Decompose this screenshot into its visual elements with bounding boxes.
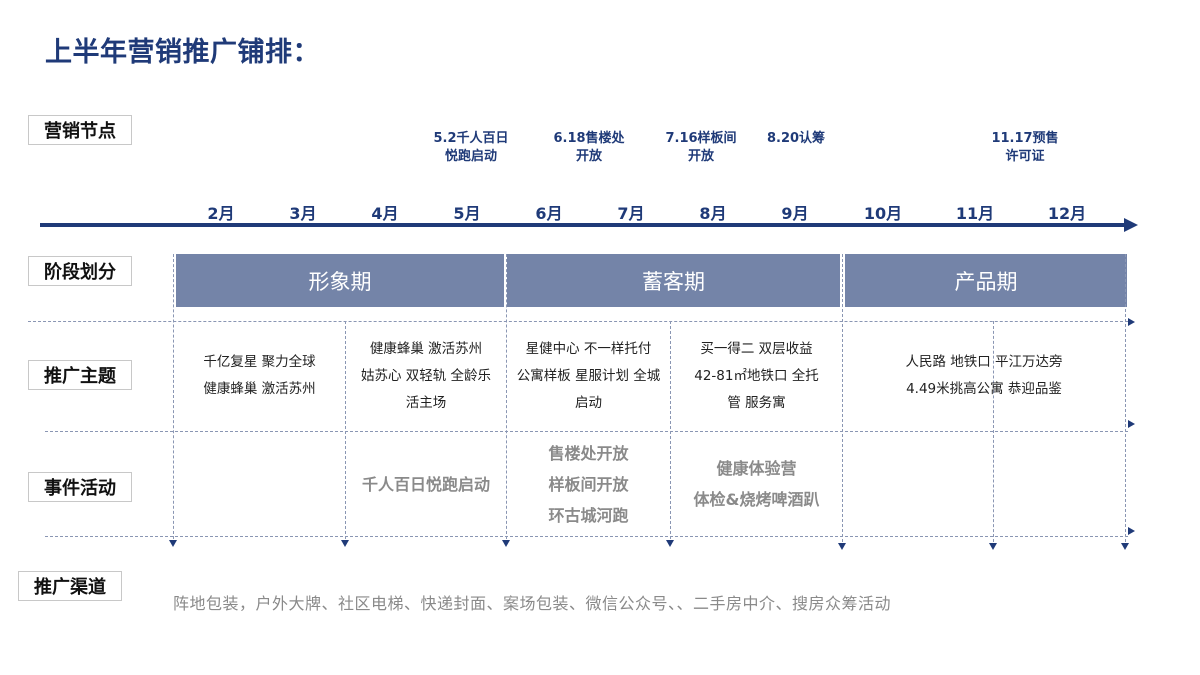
arrow-down-icon xyxy=(502,540,510,547)
grid-line xyxy=(345,321,346,539)
phase-label: 形象期 xyxy=(308,269,372,294)
grid-line xyxy=(1125,254,1126,542)
month-label: 3月 xyxy=(289,204,317,223)
row-label-channels: 推广渠道 xyxy=(18,571,122,601)
theme-cell: 买一得二 双层收益 42-81㎡地铁口 全托 管 服务寓 xyxy=(671,322,842,430)
theme-text: 健康蜂巢 激活苏州 xyxy=(369,340,483,357)
grid-line xyxy=(173,254,174,539)
grid-line xyxy=(993,321,994,542)
theme-text: 姑苏心 双轻轨 全龄乐 xyxy=(360,367,492,384)
milestone-4: 11.17预售 许可证 xyxy=(991,131,1059,164)
theme-text: 4.49米挑高公寓 恭迎品鉴 xyxy=(906,381,1062,397)
milestone-0: 5.2千人百日 悦跑启动 xyxy=(433,131,509,164)
month-label: 10月 xyxy=(863,204,903,223)
row-label-events: 事件活动 xyxy=(28,472,132,502)
theme-text: 公寓样板 星服计划 全城 xyxy=(516,367,661,384)
theme-text: 管 服务寓 xyxy=(727,394,786,411)
grid-line xyxy=(45,431,1128,432)
theme-text: 星健中心 不一样托付 xyxy=(525,340,652,357)
timeline-axis xyxy=(40,223,1125,227)
arrow-down-icon xyxy=(341,540,349,547)
month-label: 4月 xyxy=(371,204,399,223)
month-label: 5月 xyxy=(453,204,481,223)
milestone-2: 7.16样板间 开放 xyxy=(665,131,737,164)
theme-text: 买一得二 双层收益 xyxy=(700,340,813,357)
arrow-down-icon xyxy=(1121,543,1129,550)
arrow-down-icon xyxy=(838,543,846,550)
row-label-milestones: 营销节点 xyxy=(28,115,132,145)
event-text: 健康体验营 xyxy=(716,459,797,478)
theme-cell: 千亿复星 聚力全球 健康蜂巢 激活苏州 xyxy=(174,322,345,430)
channels-text: 阵地包装，户外大牌、社区电梯、快递封面、案场包装、微信公众号、、二手房中介、搜房… xyxy=(173,594,892,613)
theme-text: 42-81㎡地铁口 全托 xyxy=(694,367,819,384)
arrow-right-icon xyxy=(1128,527,1135,535)
arrow-down-icon xyxy=(169,540,177,547)
theme-cell: 星健中心 不一样托付 公寓样板 星服计划 全城 启动 xyxy=(507,322,670,430)
event-cell: 健康体验营 体检&烧烤啤酒趴 xyxy=(671,432,842,536)
theme-cell: 人民路 地铁口 平江万达旁 4.49米挑高公寓 恭迎品鉴 xyxy=(843,322,1125,430)
event-cell: 千人百日悦跑启动 xyxy=(346,432,506,536)
phase-image: 形象期 xyxy=(176,254,504,307)
month-label: 8月 xyxy=(699,204,727,223)
month-label: 6月 xyxy=(535,204,563,223)
event-text: 样板间开放 xyxy=(548,474,629,494)
month-label: 2月 xyxy=(207,204,235,223)
arrow-right-icon xyxy=(1128,420,1135,428)
arrow-down-icon xyxy=(989,543,997,550)
month-label: 9月 xyxy=(781,204,809,223)
arrow-down-icon xyxy=(666,540,674,547)
event-cell: 售楼处开放 样板间开放 环古城河跑 xyxy=(507,432,670,536)
phase-label: 蓄客期 xyxy=(642,269,705,294)
theme-text: 人民路 地铁口 平江万达旁 xyxy=(905,354,1063,370)
grid-line xyxy=(670,321,671,539)
theme-cell: 健康蜂巢 激活苏州 姑苏心 双轻轨 全龄乐 活主场 xyxy=(346,322,506,430)
phase-label: 产品期 xyxy=(954,269,1018,294)
page-title: 上半年营销推广铺排： xyxy=(45,37,320,68)
grid-line xyxy=(506,254,507,539)
event-text: 体检&烧烤啤酒趴 xyxy=(693,490,820,509)
event-text: 环古城河跑 xyxy=(548,505,629,525)
grid-line xyxy=(842,254,843,542)
month-label: 12月 xyxy=(1047,204,1087,223)
theme-text: 启动 xyxy=(575,394,602,411)
month-label: 7月 xyxy=(617,204,645,223)
arrow-right-icon xyxy=(1128,318,1135,326)
event-text: 售楼处开放 xyxy=(548,443,629,463)
theme-text: 活主场 xyxy=(405,394,447,411)
month-label: 11月 xyxy=(955,204,995,223)
timeline-arrow-icon xyxy=(1124,218,1138,232)
theme-text: 健康蜂巢 激活苏州 xyxy=(203,381,316,397)
row-label-phases: 阶段划分 xyxy=(28,256,132,286)
milestone-1: 6.18售楼处 开放 xyxy=(553,131,625,164)
grid-line xyxy=(45,536,1128,537)
event-text: 千人百日悦跑启动 xyxy=(361,474,490,494)
phase-product: 产品期 xyxy=(845,254,1127,307)
row-label-themes: 推广主题 xyxy=(28,360,132,390)
phase-accumulation: 蓄客期 xyxy=(507,254,840,307)
milestone-3: 8.20认筹 xyxy=(766,131,826,146)
theme-text: 千亿复星 聚力全球 xyxy=(203,354,316,370)
grid-line xyxy=(28,321,1128,322)
